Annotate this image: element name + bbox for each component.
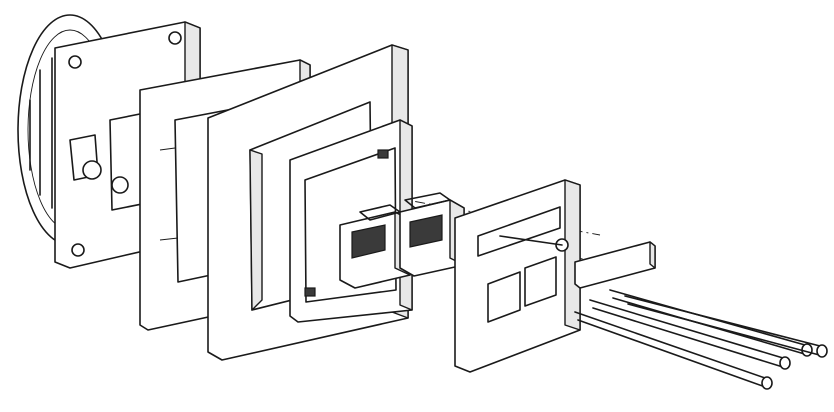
claw-screw-2 (111, 176, 129, 194)
claw-screw (82, 160, 102, 180)
faceplate-edge (564, 179, 581, 331)
cable-1-end (761, 376, 773, 390)
cover-frame-window-depth (249, 149, 263, 311)
cable-4-bottom (627, 303, 824, 357)
adapter-frame-opening (304, 147, 397, 303)
label-strip-body (574, 241, 656, 289)
frame-screw-hole-top-left (68, 55, 82, 69)
cable-1-bottom (577, 319, 769, 389)
label-insert-strip (574, 241, 656, 289)
faceplate-screw-shaft (499, 235, 563, 246)
label-strip-edge (649, 241, 656, 269)
rj45-module-right-latch (404, 192, 451, 209)
frame-screw-hole-bottom-left (71, 243, 85, 257)
faceplate-body (454, 179, 581, 373)
cable-2-top (589, 299, 784, 359)
mounting-box-ribs (29, 57, 53, 209)
faceplate-port-left (487, 271, 521, 323)
frame-screw-hole-top-right (168, 31, 182, 45)
faceplate-port-right (524, 256, 557, 307)
adapter-clip-top (377, 149, 389, 159)
cable-2-bottom (592, 307, 787, 369)
cables (574, 289, 828, 390)
rj45-module-left-port (351, 224, 386, 259)
rj45-module-right-port (409, 214, 443, 248)
front-faceplate (454, 179, 581, 373)
intermediate-plate-tabs (159, 136, 296, 241)
adapter-clip-bottom (304, 287, 316, 297)
cable-1-top (574, 311, 766, 379)
cable-4-end (816, 344, 828, 358)
cable-4-top (624, 295, 821, 347)
cable-2-end (779, 356, 791, 370)
faceplate-label-window (477, 206, 561, 257)
